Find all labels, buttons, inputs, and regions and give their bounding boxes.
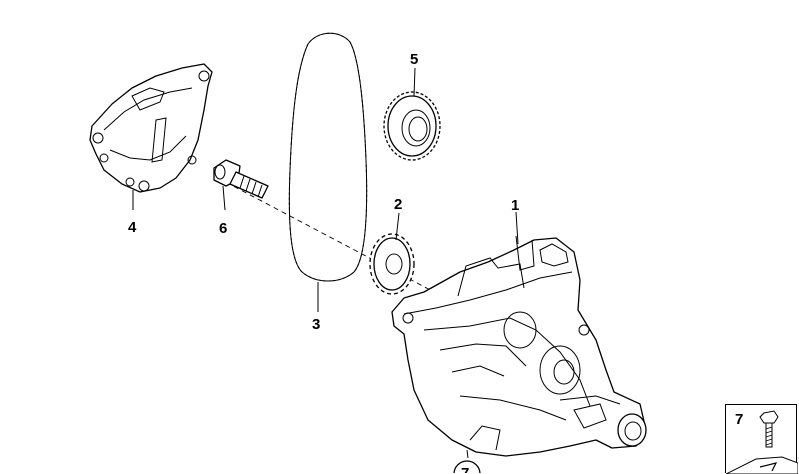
callout-6: 6 (219, 220, 227, 237)
callout-4: 4 (128, 219, 137, 236)
callout-1: 1 (511, 197, 519, 214)
legend-box-part-7[interactable]: 7 (725, 404, 798, 474)
legend-part-number: 7 (735, 411, 744, 428)
part-1-oil-pump[interactable] (391, 235, 647, 457)
callout-7: 7 (461, 465, 469, 473)
part-6-bolt[interactable] (213, 159, 269, 199)
part-3-timing-chain[interactable] (288, 32, 368, 282)
callout-7-circle: 7 (453, 460, 481, 473)
part-4-chain-guide[interactable] (89, 63, 213, 193)
part-2-drive-sprocket[interactable] (369, 233, 415, 295)
callout-2: 2 (394, 196, 402, 213)
assembly-axis (217, 177, 473, 313)
callout-5: 5 (410, 51, 418, 68)
callout-3: 3 (312, 316, 320, 333)
leader-lines (132, 67, 519, 459)
part-5-sprocket[interactable] (383, 91, 441, 161)
screw-icon (726, 410, 798, 474)
